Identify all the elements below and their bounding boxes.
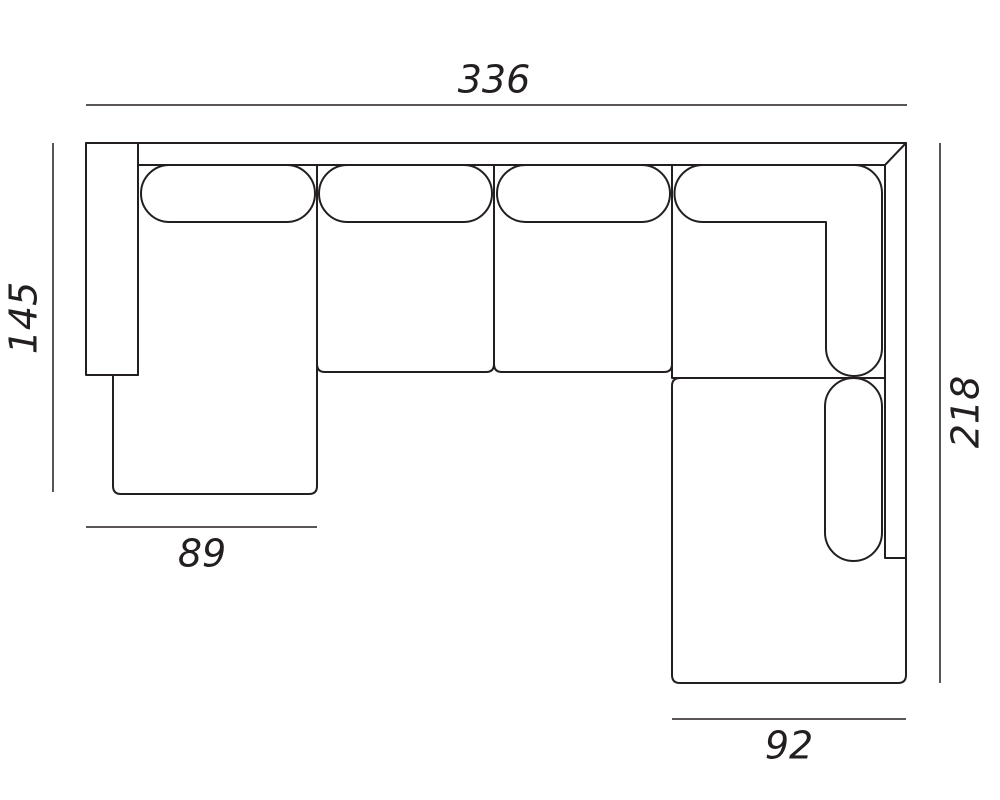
sofa-outline <box>85 142 907 684</box>
backrest-top <box>85 142 907 559</box>
dimension-lines <box>52 104 941 720</box>
middle-seat-2 <box>493 164 673 373</box>
back-cushion-1 <box>140 164 316 223</box>
right-chaise-label: 92 <box>765 724 813 768</box>
total-width-label: 336 <box>458 58 531 102</box>
left-depth-label: 145 <box>2 282 46 355</box>
side-cushion <box>824 377 883 562</box>
corner-seat <box>671 363 886 379</box>
left-chaise-seat <box>112 164 318 495</box>
right-depth-label: 218 <box>944 376 988 449</box>
dimension-labels: 336 145 218 89 92 <box>2 58 988 768</box>
right-chaise-seat <box>671 377 907 684</box>
middle-seat-1 <box>316 164 495 373</box>
back-cushion-2 <box>318 164 493 223</box>
back-cushion-3 <box>496 164 671 223</box>
left-chaise-label: 89 <box>178 532 226 576</box>
left-armrest <box>85 142 139 376</box>
backrest-corner <box>884 142 907 166</box>
corner-back-cushion <box>673 164 883 377</box>
